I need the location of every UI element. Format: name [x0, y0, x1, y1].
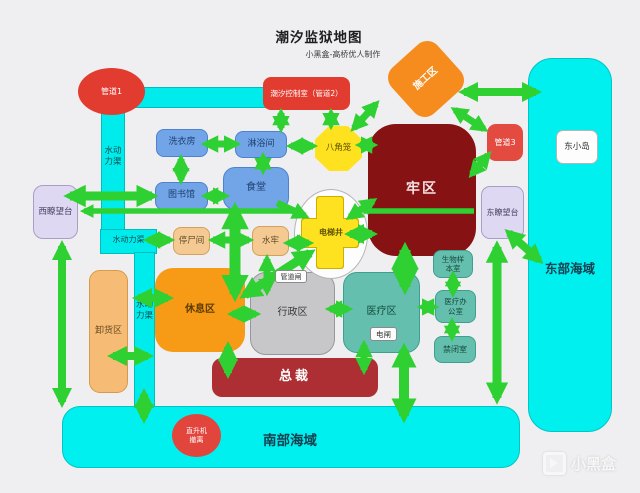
solitary-confinement: 禁闭室 — [434, 336, 476, 363]
president-office: 总裁 — [212, 358, 378, 397]
rest-area: 休息区 — [155, 268, 245, 352]
page-subtitle: 小黑盒-高桥优人制作 — [305, 50, 381, 59]
watermark-heybox: 小黑盒 — [543, 452, 616, 475]
west-watchtower: 西瞭望台 — [33, 185, 78, 239]
canal-label: 水动力渠 — [112, 235, 145, 244]
electric-switch-label: 电闸 — [370, 327, 397, 341]
tidal-control-room: 潮汐控制室（管道2） — [263, 77, 350, 110]
library: 图书馆 — [155, 182, 208, 210]
east-sea-area — [528, 58, 612, 432]
unloading-area: 卸货区 — [89, 270, 128, 393]
east-sea-label: 东部海域 — [544, 261, 595, 276]
page-title: 潮汐监狱地图 — [275, 30, 363, 46]
bio-sample-room: 生物样本室 — [433, 250, 473, 278]
water-canal-vertical-2 — [134, 252, 155, 412]
cafeteria: 食堂 — [223, 167, 289, 210]
cell-block: 牢区 — [368, 124, 476, 256]
canal-label: 水动力渠 — [104, 146, 122, 167]
east-watchtower: 东瞭望台 — [481, 186, 524, 239]
helicopter-evacuation: 直升机撤离 — [172, 414, 221, 457]
morgue: 停尸间 — [173, 227, 210, 255]
pipe-3: 管道3 — [487, 124, 523, 161]
pipe-gate-label: 管道闸 — [275, 270, 307, 283]
canal-label: 水动力渠 — [135, 300, 153, 321]
medical-office: 医疗办公室 — [435, 290, 476, 323]
elevator-shaft: 电梯井 — [294, 189, 368, 279]
pipe-1: 管道1 — [78, 68, 145, 115]
laundry-room: 洗衣房 — [156, 129, 208, 157]
south-sea-label: 南部海域 — [263, 433, 317, 449]
watermark-brand-text: 小黑盒 — [571, 455, 617, 473]
east-island: 东小岛 — [556, 130, 598, 164]
heybox-logo-icon — [543, 452, 566, 475]
elevator-label: 电梯井 — [319, 228, 343, 237]
water-prison: 水牢 — [252, 226, 289, 256]
administrative-area: 行政区 — [250, 272, 335, 355]
octagon-cage: 八角笼 — [315, 126, 362, 171]
shower-room: 淋浴间 — [235, 131, 287, 158]
